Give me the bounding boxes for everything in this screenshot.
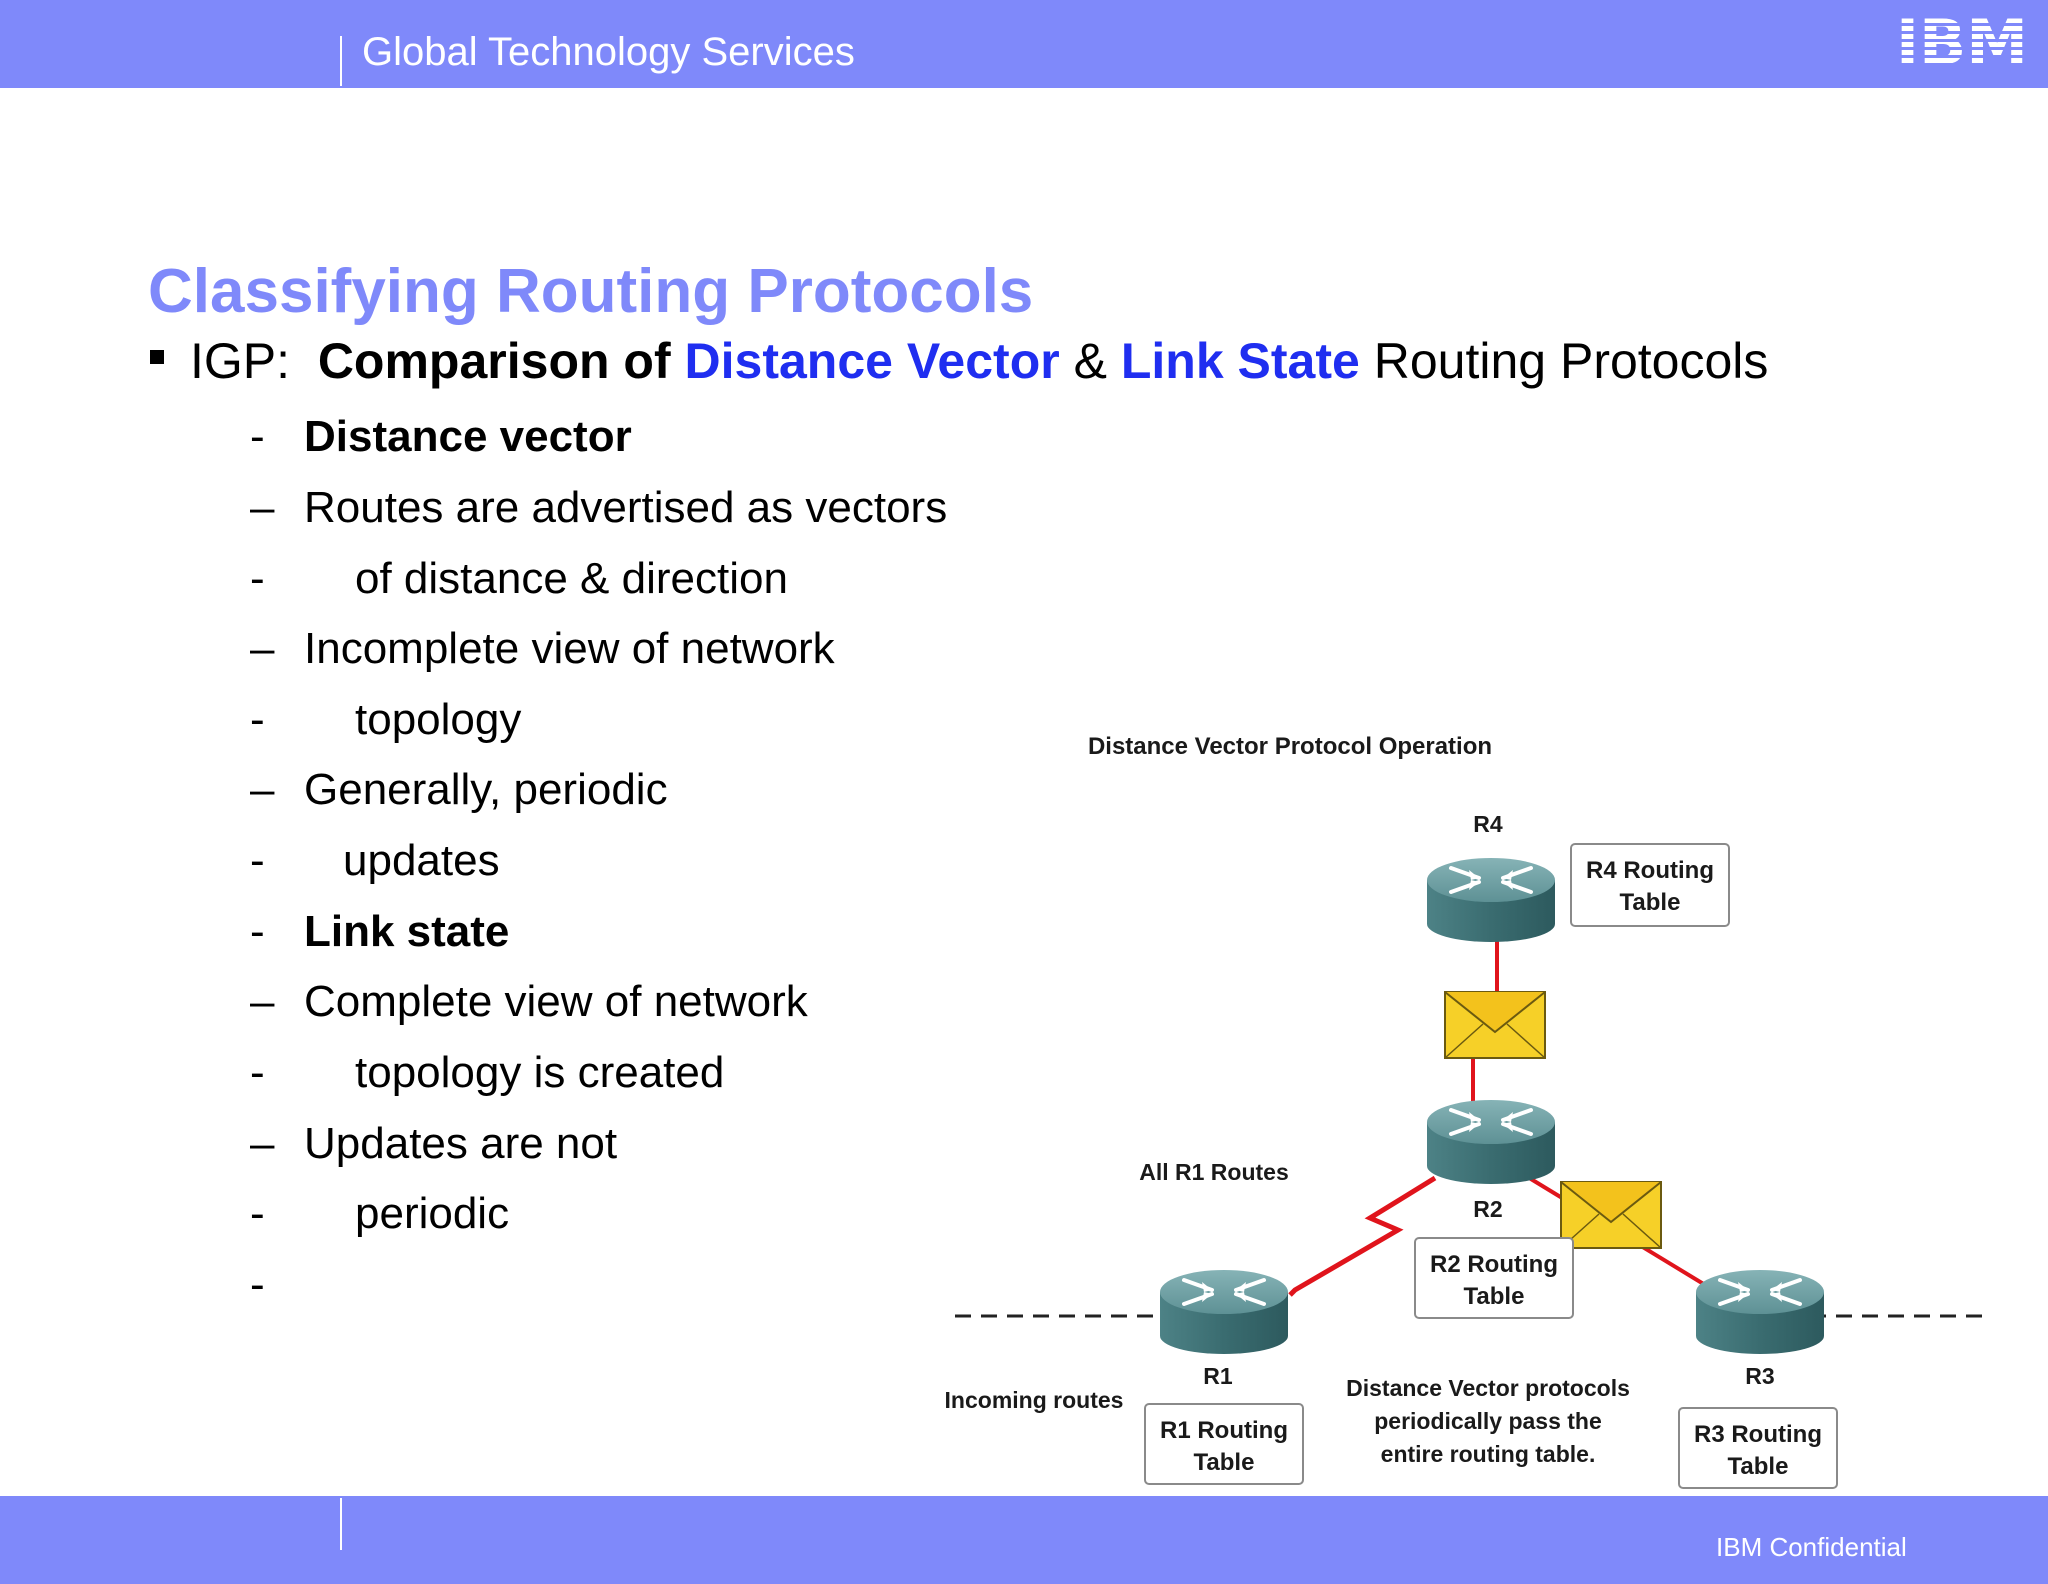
square-bullet-icon — [150, 350, 164, 364]
serial-link-r1-r2 — [1288, 1175, 1437, 1297]
list-marker: – — [250, 765, 275, 814]
list-marker: - — [250, 1048, 265, 1097]
ibm-logo-text: IBM — [1896, 10, 2028, 74]
router-icon-r3 — [1694, 1268, 1826, 1356]
router-icon-r2 — [1425, 1098, 1557, 1186]
incoming-routes-label: Incoming routes — [945, 1387, 1124, 1413]
list-text: Updates are not — [304, 1119, 618, 1168]
routing-table-label: R3 Routing — [1694, 1421, 1822, 1448]
ibm-logo: IBM — [1896, 10, 2028, 74]
router-label-r2: R2 — [1473, 1196, 1502, 1222]
routing-table-label: R1 Routing — [1160, 1417, 1288, 1444]
routing-table-label: Table — [1620, 889, 1681, 916]
footer-confidential: IBM Confidential — [1716, 1532, 1907, 1562]
list-text: topology is created — [355, 1048, 725, 1097]
routing-table-label: R2 Routing — [1430, 1251, 1558, 1278]
list-text: of distance & direction — [355, 554, 788, 603]
list-text: Routes are advertised as vectors — [304, 483, 948, 532]
diagram-note-line: Distance Vector protocols — [1346, 1375, 1630, 1401]
list-text: Distance vector — [304, 412, 632, 461]
router-label-r4: R4 — [1473, 811, 1503, 837]
list-text: periodic — [355, 1189, 510, 1238]
subtitle-suffix: Routing Protocols — [1373, 333, 1769, 389]
list-text: Complete view of network — [304, 977, 808, 1026]
list-marker: - — [250, 412, 265, 461]
header-separator — [340, 36, 342, 86]
footer-separator — [340, 1498, 342, 1550]
list-marker: - — [250, 836, 265, 885]
diagram-title: Distance Vector Protocol Operation — [1088, 733, 1492, 760]
distance-vector-diagram: Distance Vector Protocol Operation R4 R2… — [945, 733, 1992, 1489]
list-text: Incomplete view of network — [304, 624, 835, 673]
list-marker: – — [250, 977, 275, 1026]
subtitle-link-state: Link State — [1120, 333, 1360, 389]
footer-bar: IBM Confidential — [0, 1496, 2048, 1584]
list-text: Link state — [304, 907, 510, 956]
routing-table-r4: R4 Routing Table — [1570, 843, 1730, 927]
list-marker: - — [250, 1189, 265, 1238]
list-text: updates — [343, 836, 500, 885]
subtitle-distance-vector: Distance Vector — [684, 333, 1060, 389]
routing-table-label: Table — [1728, 1453, 1789, 1480]
subtitle: IGP: Comparison of Distance Vector & Lin… — [150, 332, 1768, 390]
subtitle-amp: & — [1073, 333, 1107, 389]
router-label-r1: R1 — [1203, 1363, 1233, 1389]
list-marker: - — [250, 907, 265, 956]
routing-table-r3: R3 Routing Table — [1678, 1407, 1838, 1489]
router-icon-r4 — [1425, 856, 1557, 944]
routing-table-label: Table — [1194, 1449, 1255, 1476]
diagram-note-line: periodically pass the — [1374, 1408, 1602, 1434]
list-marker: - — [250, 554, 265, 603]
list-marker: – — [250, 624, 275, 673]
routing-table-label: Table — [1464, 1283, 1525, 1310]
header-brand: Global Technology Services — [362, 30, 855, 74]
list-marker: - — [250, 695, 265, 744]
routing-table-r1: R1 Routing Table — [1144, 1403, 1304, 1485]
routing-table-r2: R2 Routing Table — [1414, 1237, 1574, 1319]
list-marker: – — [250, 483, 275, 532]
subtitle-part1: Comparison of — [317, 333, 671, 389]
routing-table-label: R4 Routing — [1586, 857, 1714, 884]
subtitle-prefix: IGP: — [190, 333, 291, 389]
envelope-icon — [1444, 991, 1546, 1059]
list-text: topology — [355, 695, 522, 744]
router-label-r3: R3 — [1745, 1363, 1774, 1389]
header-bar: Global Technology Services IBM — [0, 0, 2048, 88]
all-r1-routes-label: All R1 Routes — [1139, 1159, 1289, 1185]
diagram-note-line: entire routing table. — [1381, 1441, 1596, 1467]
list-text: Generally, periodic — [304, 765, 668, 814]
router-icon-r1 — [1158, 1268, 1290, 1356]
list-marker: – — [250, 1119, 275, 1168]
envelope-icon — [1560, 1181, 1662, 1249]
list-marker: - — [250, 1260, 265, 1309]
page-title: Classifying Routing Protocols — [148, 257, 1034, 326]
